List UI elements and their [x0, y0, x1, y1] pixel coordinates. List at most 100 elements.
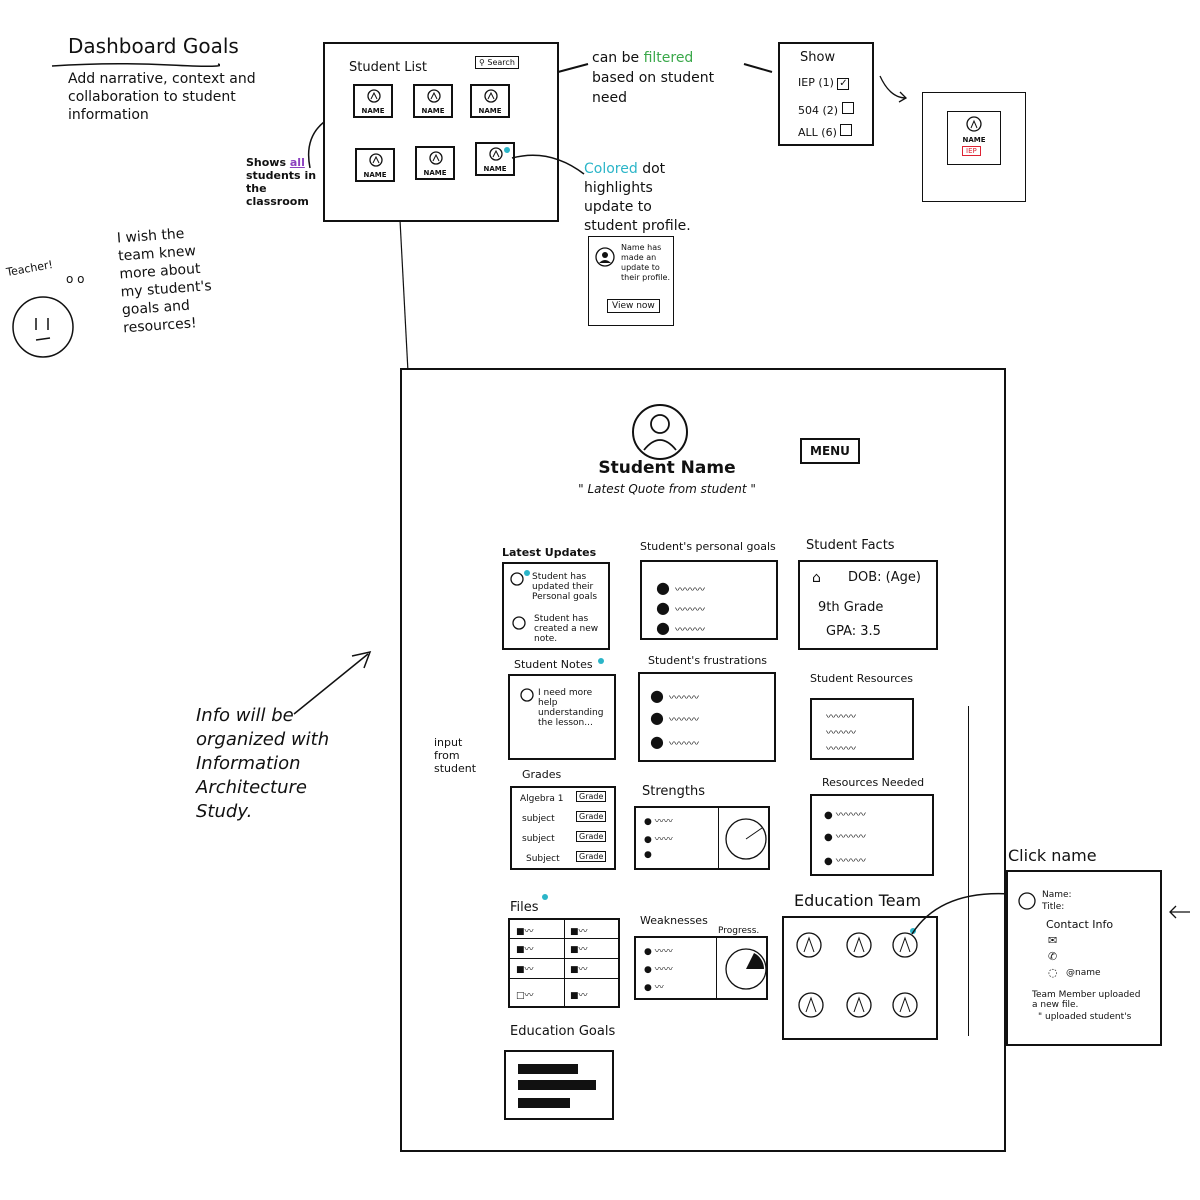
student-card-updated[interactable]: NAME: [475, 142, 515, 176]
student-quote: " Latest Quote from student ": [578, 482, 756, 496]
latest-updates-title: Latest Updates: [502, 546, 597, 559]
update-dot: [598, 658, 604, 664]
education-goals-card: [504, 1050, 614, 1120]
filter-box: Show IEP (1) ✓ 504 (2) ALL (6): [778, 42, 874, 146]
grade-button[interactable]: Grade: [576, 831, 607, 842]
grade-button[interactable]: Grade: [576, 791, 607, 802]
resource-line: 〰〰〰: [826, 712, 856, 723]
file-icon[interactable]: ■〰: [516, 927, 534, 937]
filter-option-label: ALL (6): [798, 126, 837, 139]
student-resources-title: Student Resources: [810, 672, 913, 685]
file-icon[interactable]: □〰: [516, 991, 534, 1001]
weakness-item: ● 〰: [644, 983, 664, 993]
view-now-button[interactable]: View now: [607, 299, 660, 313]
checkbox-checked-icon[interactable]: ✓: [837, 78, 850, 90]
shows-all-post: students in the classroom: [246, 169, 317, 208]
latest-update-item[interactable]: Student has updated their Personal goals: [532, 572, 598, 602]
shows-all-note: Shows all students in the classroom: [246, 156, 326, 208]
student-card[interactable]: NAME: [355, 148, 395, 182]
thought-bubbles: o o: [66, 272, 85, 286]
strengths-divider: [718, 808, 719, 868]
resources-needed-title: Resources Needed: [822, 776, 925, 789]
file-icon[interactable]: ■〰: [516, 965, 534, 975]
popup-handle[interactable]: @name: [1066, 968, 1101, 978]
file-icon[interactable]: ■〰: [570, 965, 588, 975]
strengths-card: ● 〰〰 ● 〰〰 ●: [634, 806, 770, 870]
filter-option-label: 504 (2): [798, 104, 839, 117]
grade-subject: subject: [522, 814, 555, 824]
student-facts-title: Student Facts: [806, 538, 895, 553]
facts-gpa: GPA: 3.5: [826, 624, 881, 639]
file-icon[interactable]: ■〰: [570, 927, 588, 937]
colored-dot-note: Colored dot highlights update to student…: [584, 160, 704, 236]
filter-option-all[interactable]: ALL (6): [798, 124, 853, 139]
student-note-text: I need more help understanding the lesso…: [538, 688, 604, 728]
grades-card: Algebra 1 Grade subject Grade subject Gr…: [510, 786, 616, 870]
grade-subject: Subject: [526, 854, 560, 864]
filtered-result-panel: NAME IEP: [922, 92, 1026, 202]
person-icon: [1018, 892, 1036, 910]
filter-dash-left: [557, 63, 589, 73]
filtered-card-name: NAME: [962, 136, 986, 144]
student-card-name: NAME: [483, 165, 507, 173]
click-name-note: Click name: [1008, 846, 1097, 865]
student-card[interactable]: NAME: [413, 84, 453, 118]
team-member-avatar[interactable]: [892, 990, 918, 1020]
student-name[interactable]: Student Name: [598, 458, 736, 478]
search-button[interactable]: ⚲ Search: [475, 56, 519, 69]
team-popup-connector: [911, 892, 1011, 935]
goal-progress-bar: [518, 1098, 570, 1108]
student-card[interactable]: NAME: [353, 84, 393, 118]
goals-title: Dashboard Goals: [68, 34, 239, 58]
latest-update-item[interactable]: Student has created a new note.: [534, 614, 599, 644]
grade-subject: Algebra 1: [520, 794, 564, 804]
goal-item: ● 〰〰〰: [656, 618, 706, 637]
grade-button[interactable]: Grade: [576, 811, 607, 822]
student-card-name: NAME: [421, 107, 445, 115]
strength-item: ●: [644, 850, 652, 860]
popup-contact-heading: Contact Info: [1046, 918, 1114, 931]
education-team-card: [782, 916, 938, 1040]
file-icon[interactable]: ■〰: [516, 945, 534, 955]
checkbox-icon[interactable]: [841, 102, 854, 114]
team-member-avatar[interactable]: [892, 930, 918, 960]
filtered-student-card[interactable]: NAME IEP: [947, 111, 1001, 165]
wish-note: I wish the team knew more about my stude…: [116, 225, 213, 337]
resources-needed-card: ● 〰〰〰 ● 〰〰〰 ● 〰〰〰: [810, 794, 934, 876]
person-icon: [489, 147, 503, 161]
shows-all-pre: Shows: [246, 156, 287, 169]
notification-card: Name has made an update to their profile…: [588, 236, 674, 326]
student-facts-card: ⌂ DOB: (Age) 9th Grade GPA: 3.5: [798, 560, 938, 650]
education-goals-title: Education Goals: [510, 1024, 616, 1039]
person-icon: [510, 572, 524, 586]
frustration-item: ● 〰〰〰: [650, 732, 700, 751]
checkbox-icon[interactable]: [840, 124, 853, 136]
menu-button[interactable]: MENU: [800, 438, 860, 464]
popup-title: Title:: [1042, 902, 1065, 912]
education-team-title: Education Team: [794, 891, 922, 910]
mail-icon[interactable]: ✉: [1048, 934, 1058, 947]
filter-option-iep[interactable]: IEP (1) ✓: [798, 76, 850, 90]
filter-option-504[interactable]: 504 (2): [798, 102, 854, 117]
resource-line: 〰〰〰: [826, 728, 856, 739]
student-card[interactable]: NAME: [415, 146, 455, 180]
file-icon[interactable]: ■〰: [570, 991, 588, 1001]
frustrations-title: Student's frustrations: [648, 654, 768, 667]
team-member-avatar[interactable]: [796, 930, 822, 960]
team-member-avatar[interactable]: [846, 930, 872, 960]
team-member-avatar[interactable]: [846, 990, 872, 1020]
chat-icon[interactable]: ◌: [1048, 966, 1058, 979]
notification-text: Name has made an update to their profile…: [621, 243, 670, 282]
personal-goals-card: ● 〰〰〰 ● 〰〰〰 ● 〰〰〰: [640, 560, 778, 640]
team-member-avatar[interactable]: [798, 990, 824, 1020]
phone-icon[interactable]: ✆: [1048, 950, 1058, 963]
frustration-item: ● 〰〰〰: [650, 708, 700, 727]
student-card-name: NAME: [423, 169, 447, 177]
grade-button[interactable]: Grade: [576, 851, 607, 862]
file-icon[interactable]: ■〰: [570, 945, 588, 955]
input-from-student-note: input from student: [434, 736, 477, 775]
weaknesses-title: Weaknesses: [640, 914, 708, 927]
frustration-item: ● 〰〰〰: [650, 686, 700, 705]
student-card[interactable]: NAME: [470, 84, 510, 118]
filter-dash-right: [743, 63, 773, 73]
